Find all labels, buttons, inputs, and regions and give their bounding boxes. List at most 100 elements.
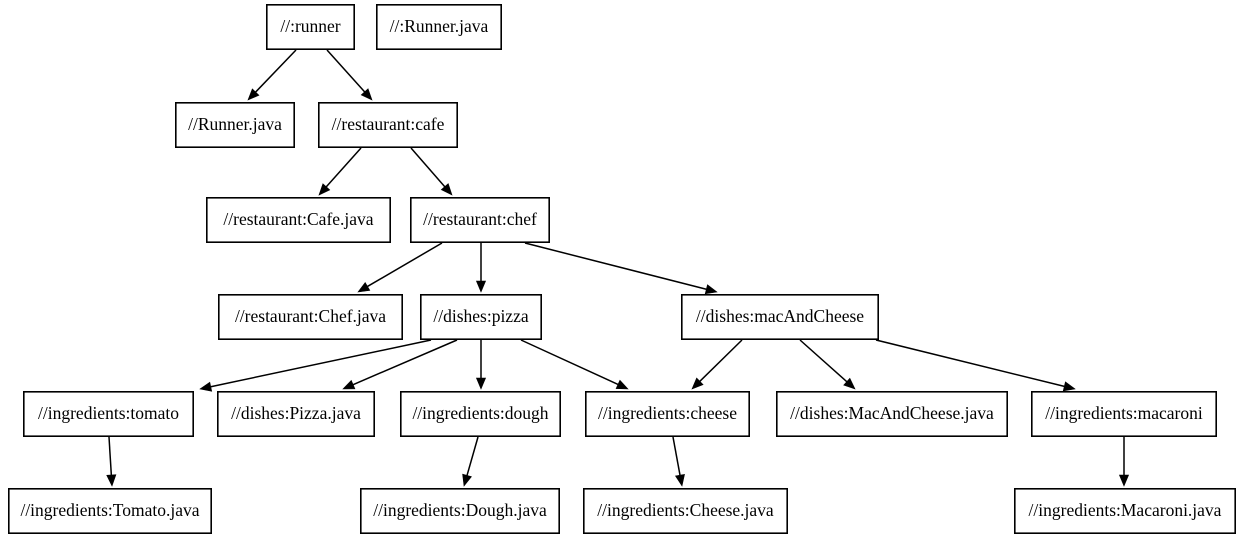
graph-edge [342, 339, 458, 390]
edge-arrowhead-icon [843, 377, 856, 390]
edge-line [326, 49, 366, 93]
graph-edge [691, 339, 743, 390]
edge-arrowhead-icon [106, 474, 117, 487]
node-label: //ingredients:tomato [38, 403, 179, 423]
graph-node-macaroni_java[interactable]: //ingredients:Macaroni.java [1013, 487, 1236, 534]
node-box[interactable] [680, 293, 879, 340]
edge-arrowhead-icon [704, 284, 718, 295]
edge-line [108, 436, 113, 476]
graph-node-ing_dough[interactable]: //ingredients:dough [399, 390, 561, 437]
node-label: //ingredients:macaroni [1045, 403, 1203, 423]
node-label: //ingredients:Dough.java [373, 500, 547, 520]
graph-node-dough_java[interactable]: //ingredients:Dough.java [359, 487, 560, 534]
graph-node-runner[interactable]: //:runner [265, 4, 355, 51]
edge-arrowhead-icon [475, 280, 487, 293]
graph-edge [247, 49, 297, 101]
graph-node-cheese_java[interactable]: //ingredients:Cheese.java [582, 487, 788, 534]
edge-line [699, 339, 743, 382]
node-label: //restaurant:Cafe.java [223, 209, 373, 229]
node-label: //Runner.java [188, 114, 282, 134]
graph-edge [410, 147, 453, 196]
edge-line [352, 339, 458, 386]
edge-arrowhead-icon [615, 379, 629, 390]
edge-line [520, 339, 619, 386]
graph-node-ing_cheese[interactable]: //ingredients:cheese [584, 390, 750, 437]
node-label: //dishes:Pizza.java [231, 403, 361, 423]
edge-arrowhead-icon [475, 377, 487, 390]
graph-edge [318, 147, 362, 196]
node-box[interactable] [206, 197, 391, 244]
node-label: //ingredients:Tomato.java [20, 500, 199, 520]
edge-line [524, 242, 707, 291]
edge-arrowhead-icon [440, 183, 453, 196]
edge-line [325, 147, 362, 188]
edge-arrowhead-icon [199, 381, 213, 392]
node-box[interactable] [317, 102, 458, 149]
edge-line [255, 49, 297, 93]
node-box[interactable] [217, 390, 375, 437]
edge-arrowhead-icon [360, 88, 373, 101]
graph-edge [326, 49, 373, 101]
graph-edge [799, 339, 856, 390]
graph-node-restaurant_cafe[interactable]: //restaurant:cafe [317, 102, 458, 149]
edge-arrowhead-icon [318, 183, 331, 196]
graph-node-ing_macaroni[interactable]: //ingredients:macaroni [1031, 390, 1218, 437]
edge-line [210, 339, 432, 388]
graph-edge [462, 436, 479, 487]
node-label: //dishes:MacAndCheese.java [790, 403, 994, 423]
edge-line [466, 436, 479, 476]
edge-arrowhead-icon [462, 473, 472, 487]
edge-arrowhead-icon [1118, 474, 1130, 487]
node-label: //ingredients:cheese [598, 403, 737, 423]
graph-edge [475, 243, 487, 293]
graph-node-runner_java_root[interactable]: //:Runner.java [375, 4, 502, 51]
graph-node-mac_java[interactable]: //dishes:MacAndCheese.java [775, 390, 1008, 437]
graph-edge [199, 339, 432, 392]
node-box[interactable] [265, 4, 355, 51]
graph-node-runner_java[interactable]: //Runner.java [175, 102, 296, 149]
node-box[interactable] [419, 293, 542, 340]
graph-node-dishes_pizza[interactable]: //dishes:pizza [419, 293, 542, 340]
graph-edge [1118, 437, 1130, 487]
node-box[interactable] [359, 487, 560, 534]
node-layer: //:runner //:Runner.java //Runner.java //re… [8, 4, 1236, 534]
graph-node-tomato_java[interactable]: //ingredients:Tomato.java [8, 487, 212, 534]
node-label: //ingredients:dough [412, 403, 548, 423]
node-box[interactable] [175, 102, 296, 149]
edge-layer [106, 49, 1130, 487]
node-label: //restaurant:Chef.java [235, 306, 386, 326]
node-label: //:runner [280, 16, 340, 36]
node-box[interactable] [582, 487, 788, 534]
node-label: //restaurant:cafe [332, 114, 445, 134]
node-box[interactable] [1031, 390, 1218, 437]
node-box[interactable] [1013, 487, 1236, 534]
graph-edge [875, 339, 1076, 392]
node-label: //dishes:pizza [433, 306, 528, 326]
graph-edge [357, 242, 443, 293]
node-box[interactable] [584, 390, 750, 437]
graph-node-chef_java[interactable]: //restaurant:Chef.java [218, 293, 403, 340]
graph-node-cafe_java[interactable]: //restaurant:Cafe.java [206, 197, 391, 244]
node-box[interactable] [775, 390, 1008, 437]
node-box[interactable] [218, 293, 403, 340]
graph-node-dishes_mac[interactable]: //dishes:macAndCheese [680, 293, 879, 340]
node-box[interactable] [409, 197, 550, 244]
edge-arrowhead-icon [357, 281, 371, 293]
edge-line [410, 147, 446, 188]
graph-node-ing_tomato[interactable]: //ingredients:tomato [22, 390, 194, 437]
node-box[interactable] [8, 487, 212, 534]
edge-arrowhead-icon [342, 379, 356, 390]
graph-node-pizza_java[interactable]: //dishes:Pizza.java [217, 390, 375, 437]
edge-line [875, 339, 1065, 388]
node-box[interactable] [375, 4, 502, 51]
graph-node-restaurant_chef[interactable]: //restaurant:chef [409, 197, 550, 244]
graph-edge [475, 340, 487, 390]
node-label: //:Runner.java [390, 16, 489, 36]
edge-arrowhead-icon [247, 88, 260, 101]
edge-arrowhead-icon [674, 473, 685, 487]
node-box[interactable] [399, 390, 561, 437]
node-box[interactable] [22, 390, 194, 437]
graph-edge [520, 339, 629, 390]
